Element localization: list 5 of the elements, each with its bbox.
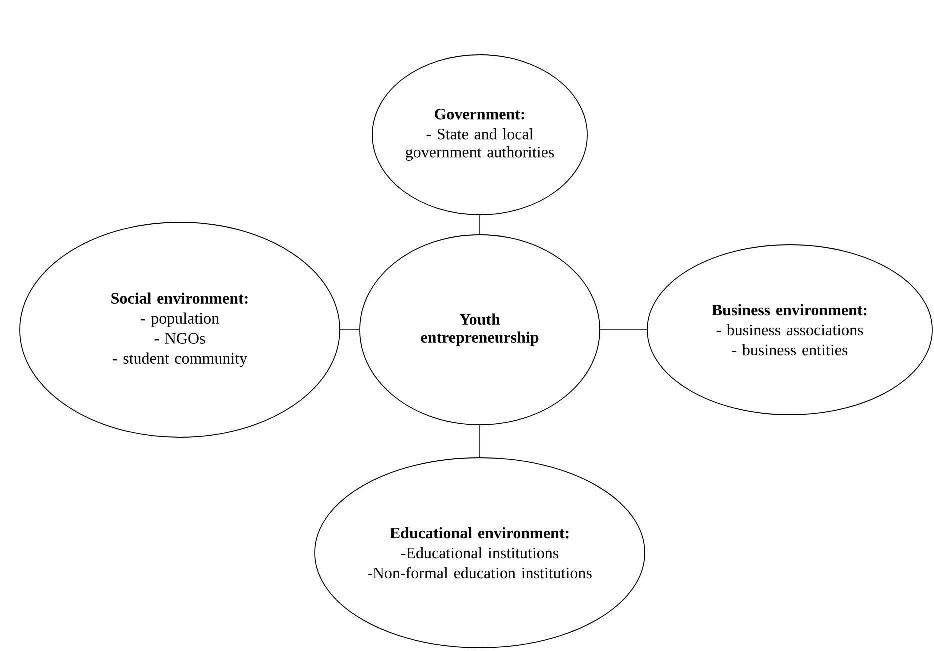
ellipse-node: Government: - State and local government authorities	[372, 54, 588, 216]
ellipse-node: Youth entrepreneurship	[360, 234, 600, 426]
ellipse-node: Educational environment: -Educational institutions -Non-formal education institutions	[314, 458, 646, 648]
ellipse-node: Social environment: - population - NGOs - student community	[20, 222, 340, 438]
ellipse-node: Business environment: - business associations - business entities	[647, 244, 933, 416]
